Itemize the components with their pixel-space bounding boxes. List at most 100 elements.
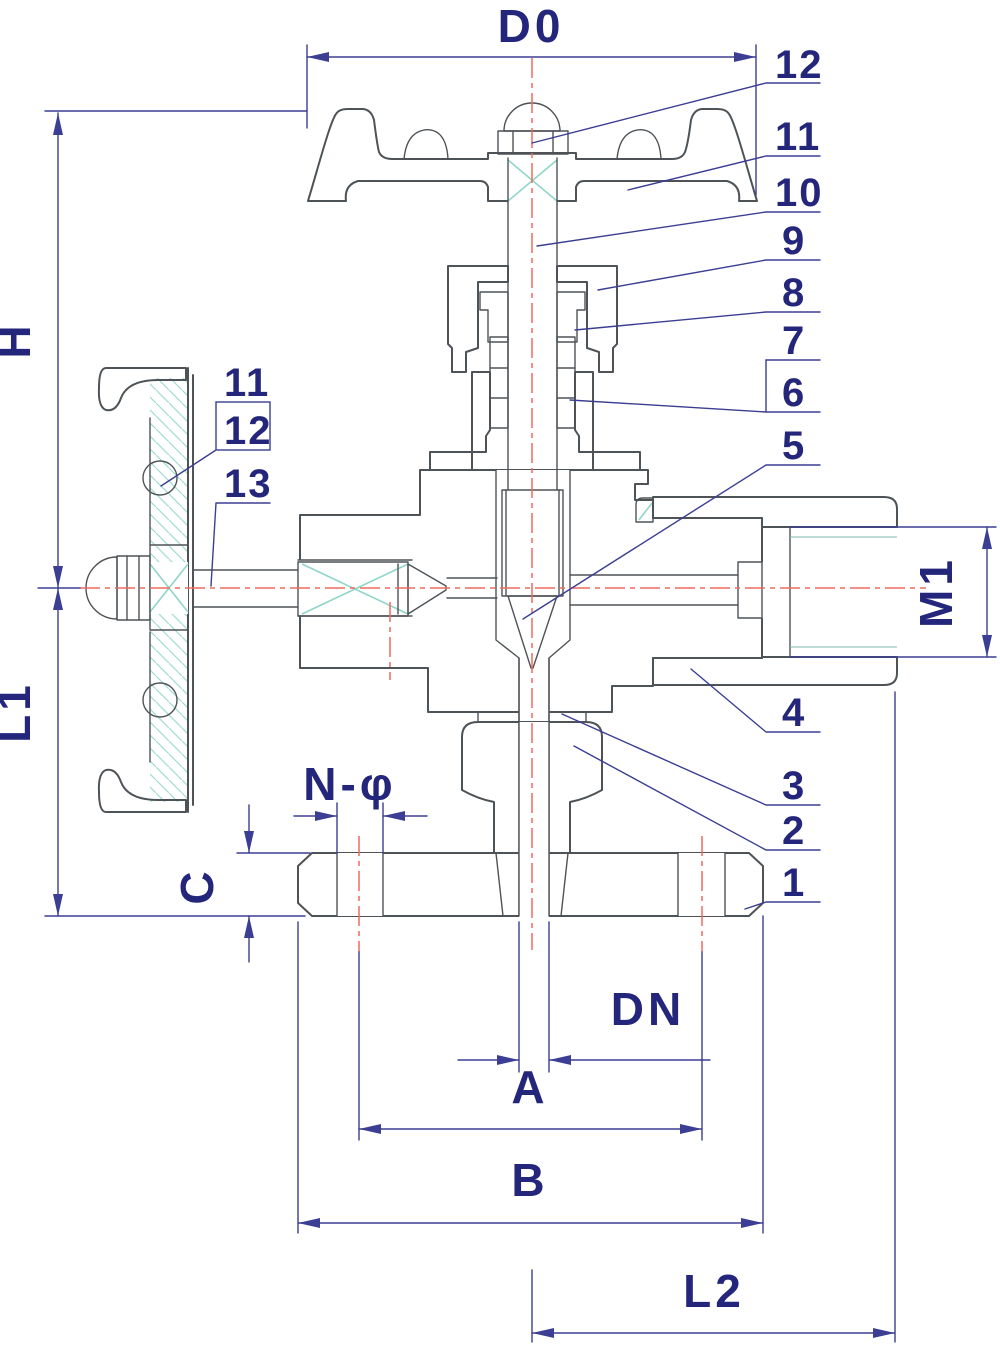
l2-arrow-left <box>532 1328 554 1338</box>
sleeve-bottom-band <box>652 656 898 686</box>
callout-line-5 <box>522 464 821 620</box>
sleeve-top-band <box>652 496 898 528</box>
cap-nut-facets <box>512 130 554 155</box>
union-sleeve <box>652 496 898 686</box>
callout-line-2 <box>573 745 821 851</box>
callout-left-12-box <box>215 401 271 451</box>
dimension-c: C <box>171 804 311 963</box>
l2-arrow-right <box>873 1328 895 1338</box>
c-arrow-bottom <box>244 916 254 938</box>
callout-right-1: 1 <box>782 861 806 905</box>
packing-ring-joints <box>489 367 576 399</box>
dimension-b: B <box>297 915 764 1234</box>
dn-arrow-right <box>549 1055 571 1065</box>
callout-right-11: 11 <box>775 115 821 159</box>
outlet-root-notch <box>635 497 654 523</box>
outlet-thread-mark <box>638 502 653 521</box>
nphi-arrow-right <box>383 811 405 821</box>
dimension-l2: L2 <box>531 691 896 1343</box>
c-arrow-top <box>244 831 254 853</box>
d0-extension-lines <box>306 44 757 196</box>
dim-label-l1: L1 <box>0 681 40 743</box>
callout-left-12-leader <box>160 449 217 487</box>
dimension-d0: D0 <box>306 0 757 196</box>
side-cap-nut-dome <box>85 556 118 620</box>
dimension-h: H <box>0 110 308 589</box>
side-wheel-top-cap <box>97 367 187 412</box>
dim-label-b: B <box>511 1154 548 1206</box>
dimension-a: A <box>358 951 703 1141</box>
cap-nut <box>497 102 569 155</box>
h-arrow-bottom <box>53 566 63 588</box>
callouts-left: 11 12 13 <box>160 361 273 587</box>
bolt-hole-left <box>337 853 383 916</box>
cap-nut-dome <box>503 102 561 132</box>
callout-right-5: 5 <box>782 424 806 468</box>
callouts-right: 12 11 10 9 8 7 6 5 4 3 2 1 <box>522 43 824 910</box>
needle-stem-lower <box>501 489 564 669</box>
dim-label-c: C <box>171 867 223 904</box>
callout-right-9: 9 <box>782 219 806 263</box>
l1-arrow-bottom <box>53 894 63 916</box>
callout-left-13: 13 <box>224 462 273 506</box>
callout-right-2: 2 <box>782 809 806 853</box>
side-spoke-boss-bottom <box>142 682 178 718</box>
a-extension-lines <box>358 951 703 1141</box>
bonnet <box>429 371 641 471</box>
nphi-extension-lines <box>336 802 384 854</box>
b-extension-lines <box>297 915 764 1234</box>
stem-shaft-lines <box>507 202 558 491</box>
m1-arrow-top <box>982 527 992 549</box>
needle-cone <box>507 595 558 669</box>
l2-extension-lines <box>531 691 896 1343</box>
hub-channel-walls <box>507 157 558 204</box>
stem-square-inner-lines <box>505 489 560 597</box>
flange-bore <box>519 722 549 917</box>
stem-upper <box>507 202 558 491</box>
dimension-dn: DN <box>457 921 711 1073</box>
bolt-hole-walls <box>336 852 726 917</box>
dimension-l1: L1 <box>0 587 306 917</box>
dim-label-dn: DN <box>611 983 685 1035</box>
dimension-m1: M1 <box>789 526 997 658</box>
callout-right-6: 6 <box>782 371 806 415</box>
tailpiece-body <box>461 721 603 854</box>
callout-line-6 <box>569 359 821 413</box>
m1-arrow-bottom <box>982 635 992 657</box>
packing-right <box>556 336 576 429</box>
cap-nut-hex <box>497 130 569 155</box>
callout-right-8: 8 <box>782 271 806 315</box>
callout-line-8 <box>574 311 821 331</box>
side-needle-screw <box>192 561 447 617</box>
side-needle-cone <box>407 563 447 615</box>
dn-extension-lines <box>518 921 550 1073</box>
callout-line-12 <box>531 82 821 144</box>
tube-through-flange <box>495 852 569 917</box>
flange-plate <box>297 852 764 917</box>
bonnet-right <box>574 371 641 471</box>
dim-label-d0: D0 <box>498 0 565 52</box>
stem-square-section <box>501 489 564 597</box>
dimension-n-phi: N-φ <box>293 758 428 854</box>
dim-label-l2: L2 <box>683 1265 745 1317</box>
side-wheel-disc-lines <box>187 367 194 813</box>
dim-label-n-phi: N-φ <box>303 758 396 810</box>
d0-arrow-left <box>307 52 329 62</box>
centerlines <box>80 58 926 952</box>
nphi-arrow-left <box>315 811 337 821</box>
callout-line-3 <box>561 713 821 806</box>
packing-nut-left <box>447 265 509 373</box>
callout-right-12: 12 <box>775 43 824 87</box>
outlet-passage <box>570 575 740 605</box>
callout-line-1 <box>744 901 821 910</box>
gland-left <box>479 291 509 343</box>
callout-right-4: 4 <box>782 691 806 735</box>
dn-arrow-left <box>497 1055 519 1065</box>
callout-line-4 <box>690 668 821 733</box>
side-handwheel <box>85 367 194 813</box>
callout-left-13-leader <box>210 502 271 587</box>
m1-extension-lines <box>789 526 997 658</box>
dim-label-a: A <box>511 1061 548 1113</box>
